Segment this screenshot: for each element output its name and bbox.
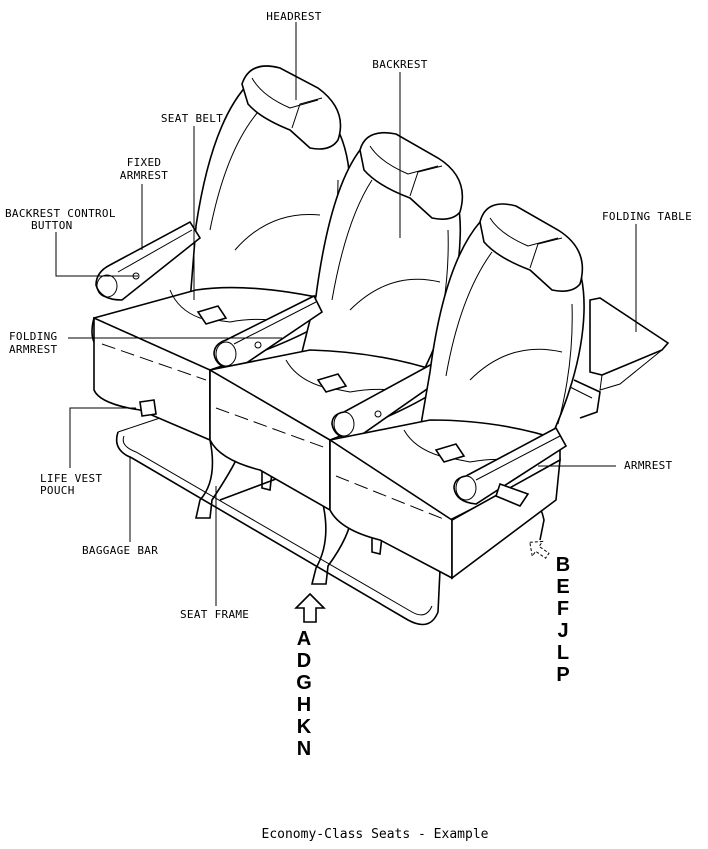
seat-right <box>329 203 585 580</box>
front-letter: G <box>296 672 312 694</box>
label-backrest-control-line1: BACKREST CONTROL <box>5 207 116 220</box>
folding-table <box>567 297 670 419</box>
front-view-letters: A D G H K N <box>296 628 312 760</box>
label-fixed-armrest-line1: FIXED <box>127 156 162 169</box>
side-letter: B <box>556 554 570 576</box>
front-letter: A <box>297 628 311 650</box>
front-view-arrow <box>294 592 326 623</box>
headrest-left <box>241 65 342 150</box>
label-backrest-control-line2: BUTTON <box>31 219 73 232</box>
label-life-vest-line1: LIFE VEST <box>40 472 102 485</box>
label-seat-belt: SEAT BELT <box>161 112 223 125</box>
side-view-arrow <box>529 540 550 559</box>
side-letter: L <box>557 642 569 664</box>
figure-caption: Economy-Class Seats - Example <box>262 827 489 842</box>
label-folding-armrest-line2: ARMREST <box>9 343 58 356</box>
seat-middle <box>209 131 464 512</box>
side-letter: E <box>556 576 569 598</box>
label-baggage-bar: BAGGAGE BAR <box>82 544 158 557</box>
label-fixed-armrest-line2: ARMREST <box>120 169 169 182</box>
label-life-vest-line2: POUCH <box>40 484 75 497</box>
side-letter: P <box>556 664 569 686</box>
label-seat-frame: SEAT FRAME <box>180 608 249 621</box>
front-letter: D <box>297 650 311 672</box>
label-folding-armrest-line1: FOLDING <box>9 330 57 343</box>
front-letter: H <box>297 694 311 716</box>
leader-lines <box>55 22 637 606</box>
front-letter: N <box>297 738 311 760</box>
labels: HEADREST BACKREST SEAT BELT FIXED ARMRES… <box>5 10 692 621</box>
headrest-right <box>479 203 584 292</box>
label-backrest: BACKREST <box>372 58 427 71</box>
side-view-letters: B E F J L P <box>556 554 570 686</box>
side-letter: F <box>557 598 569 620</box>
side-letter: J <box>557 620 568 642</box>
armrest-right <box>453 426 568 507</box>
seat-left <box>91 65 351 442</box>
fixed-armrest <box>95 220 202 301</box>
label-armrest: ARMREST <box>624 459 673 472</box>
life-vest-pouch <box>139 399 157 417</box>
seat-row-drawing <box>91 65 670 626</box>
front-letter: K <box>297 716 312 738</box>
headrest-middle <box>359 131 464 220</box>
label-headrest: HEADREST <box>266 10 321 23</box>
seat-frame <box>195 439 545 585</box>
label-folding-table: FOLDING TABLE <box>602 210 692 223</box>
